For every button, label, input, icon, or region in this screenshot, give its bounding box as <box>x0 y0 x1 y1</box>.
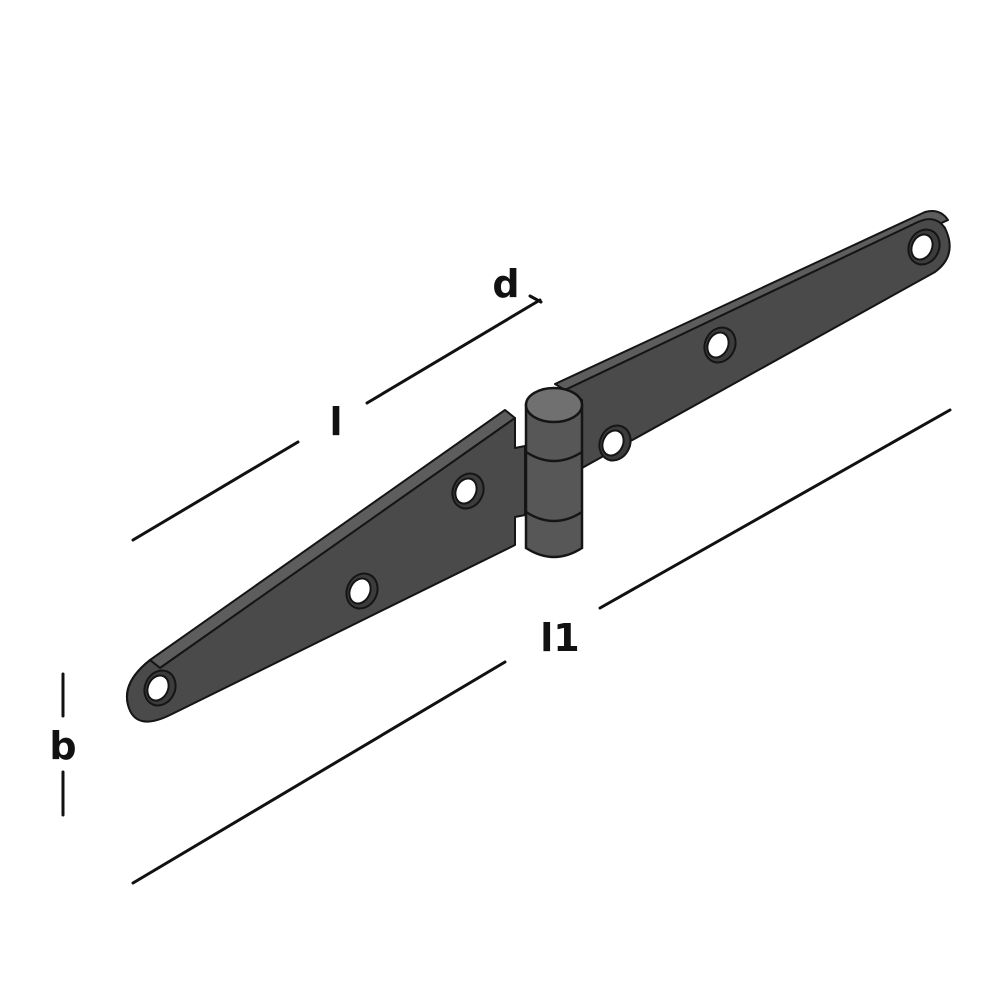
hole-right-3 <box>907 228 941 266</box>
label-l1: l1 <box>540 616 580 660</box>
knuckle-joint-upper <box>525 450 583 463</box>
knuckle-top <box>524 386 584 424</box>
label-d: d <box>492 262 520 306</box>
knuckle-joint-lower <box>525 510 583 523</box>
dim-line-l1-lower <box>131 660 507 885</box>
left-leaf-end-edge <box>126 659 151 706</box>
left-leaf <box>126 409 526 723</box>
right-leaf-holes <box>598 228 941 462</box>
hole-left-1 <box>143 669 177 707</box>
dim-line-l-upper <box>365 298 542 405</box>
dimension-lines <box>61 294 952 885</box>
dim-tick-d <box>528 294 543 304</box>
right-leaf-plate <box>564 218 951 469</box>
knuckle-body <box>524 403 584 559</box>
dim-line-l-lower <box>131 440 300 542</box>
dim-line-l1-upper <box>598 408 952 610</box>
left-leaf-plate <box>126 417 526 723</box>
hole-right-1 <box>598 424 632 462</box>
label-l: l <box>329 400 343 444</box>
hole-right-2 <box>703 326 737 364</box>
left-leaf-holes <box>143 472 485 707</box>
hole-left-2 <box>345 572 379 610</box>
label-b: b <box>49 724 77 768</box>
hole-left-3 <box>451 472 485 510</box>
right-leaf <box>554 210 951 469</box>
knuckle-barrel <box>524 386 584 559</box>
